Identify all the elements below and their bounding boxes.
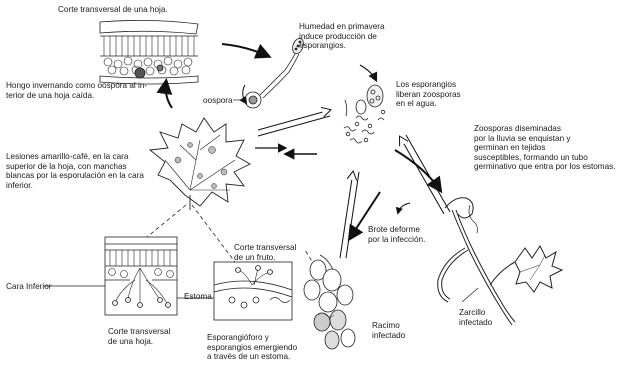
- label-infected-cluster: Racimo infectado: [372, 321, 405, 340]
- label-sporangiophore: Esporangióforo y esporangios emergiendo …: [207, 333, 297, 362]
- label-leaf-section-bottom: Corte transversal de una hoja.: [108, 327, 170, 346]
- oospore-germination: [245, 37, 305, 108]
- infected-grape-cluster: [304, 255, 355, 349]
- label-leader-lines: [44, 100, 478, 302]
- label-sporangia-release: Los esporangios liberan zoosporas en el …: [396, 80, 461, 109]
- label-deformed-shoot: Brote deforme por la infección.: [368, 225, 425, 244]
- label-lower-face: Cara Inferior: [6, 282, 52, 292]
- label-fruit-section: Corte transversal de un fruto.: [234, 243, 296, 262]
- label-zoospores: Zoosporas diseminadas por la lluvia se e…: [474, 124, 636, 172]
- leaf-cross-section-bottom: [105, 237, 177, 315]
- label-oospora: oospora: [203, 96, 233, 106]
- label-lesions: Lesiones amarillo-café, en la cara super…: [6, 152, 164, 190]
- label-infected-tendril: Zarcillo infectado: [459, 308, 492, 327]
- infected-leaf: [150, 118, 250, 210]
- sporangia-releasing-zoospores: [344, 85, 385, 143]
- leaf-cross-section-top: [100, 20, 198, 84]
- infected-tendril: [438, 198, 562, 325]
- label-stoma: Estoma: [184, 292, 212, 302]
- label-leaf-section: Corte transversal de una hoja.: [58, 5, 168, 15]
- label-overwintering: Hongo invernando como oospora al in- ter…: [6, 81, 181, 100]
- label-spring-humidity: Humedad en primavera induce producción d…: [299, 22, 385, 51]
- fruit-cross-section: [214, 262, 292, 320]
